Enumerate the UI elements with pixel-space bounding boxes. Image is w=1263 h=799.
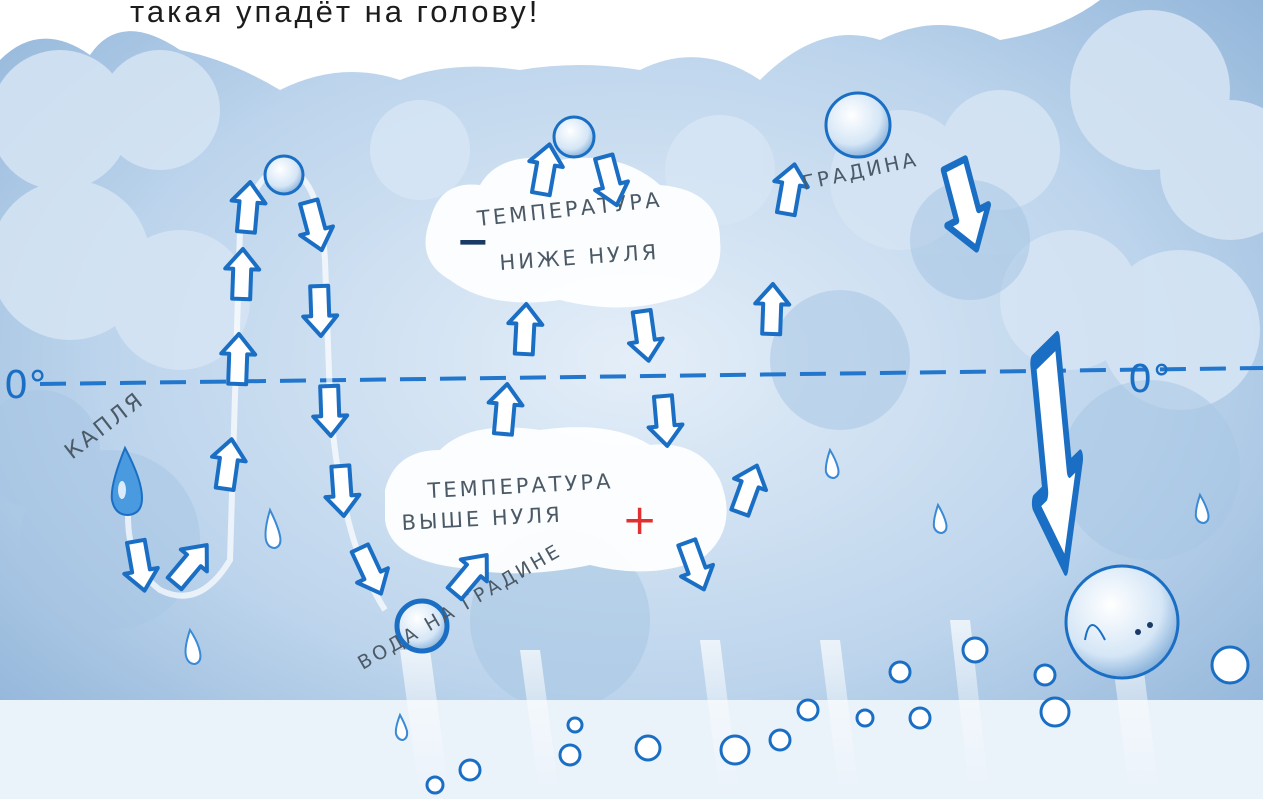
large-ice-ball	[826, 93, 890, 157]
falling-hailstone-icon	[1066, 566, 1178, 678]
warm-zone-plus: +	[622, 495, 657, 544]
ice-ball	[265, 156, 303, 194]
zero-label-left: 0°	[4, 363, 47, 407]
ice-ball	[554, 117, 594, 157]
cold-zone-minus: −	[456, 219, 490, 265]
zero-label-right: 0°	[1128, 357, 1171, 401]
